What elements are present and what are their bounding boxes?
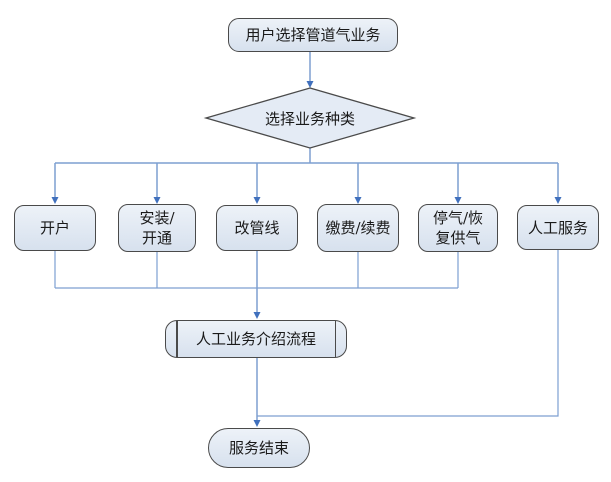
arrow-into-change-line <box>253 197 261 204</box>
arrow-into-end <box>253 420 261 427</box>
node-decision: 选择业务种类 <box>206 88 414 148</box>
node-end: 服务结束 <box>208 428 310 468</box>
connector-lines <box>54 52 559 420</box>
decision-shape <box>203 87 417 149</box>
node-manual-service-label: 人工服务 <box>527 218 588 237</box>
arrow-into-pay-renew <box>354 197 362 204</box>
arrow-into-decision <box>306 81 314 88</box>
edge-merge-lines <box>54 251 459 289</box>
node-start: 用户选择管道气业务 <box>228 18 398 52</box>
node-install-label: 安装/ 开通 <box>139 209 175 247</box>
arrow-into-open-account <box>51 197 59 204</box>
predefined-bar-left <box>176 321 178 357</box>
edge-manual-to-end <box>257 250 559 417</box>
node-decision-label: 选择业务种类 <box>264 109 355 128</box>
node-change-line-label: 改管线 <box>234 219 280 237</box>
node-intro-process: 人工业务介绍流程 <box>165 320 347 358</box>
arrow-into-intro <box>253 312 261 319</box>
node-stop-restore: 停气/恢 复供气 <box>418 204 498 252</box>
arrow-into-stop-restore <box>454 197 462 204</box>
node-intro-process-label: 人工业务介绍流程 <box>195 330 316 348</box>
node-install: 安装/ 开通 <box>118 204 196 252</box>
node-open-account: 开户 <box>14 205 96 251</box>
node-pay-renew-label: 缴费/续费 <box>325 219 391 237</box>
arrow-into-install <box>153 197 161 204</box>
node-end-label: 服务结束 <box>228 439 289 457</box>
node-open-account-label: 开户 <box>39 219 70 237</box>
node-stop-restore-label: 停气/恢 复供气 <box>432 209 484 247</box>
arrow-into-manual <box>554 197 562 204</box>
arrowheads <box>51 81 562 427</box>
predefined-bar-right <box>334 321 336 357</box>
node-start-label: 用户选择管道气业务 <box>245 26 381 44</box>
node-manual-service: 人工服务 <box>517 205 599 250</box>
node-pay-renew: 缴费/续费 <box>317 204 399 252</box>
edge-drops-to-boxes <box>54 163 559 197</box>
node-change-line: 改管线 <box>216 205 298 251</box>
